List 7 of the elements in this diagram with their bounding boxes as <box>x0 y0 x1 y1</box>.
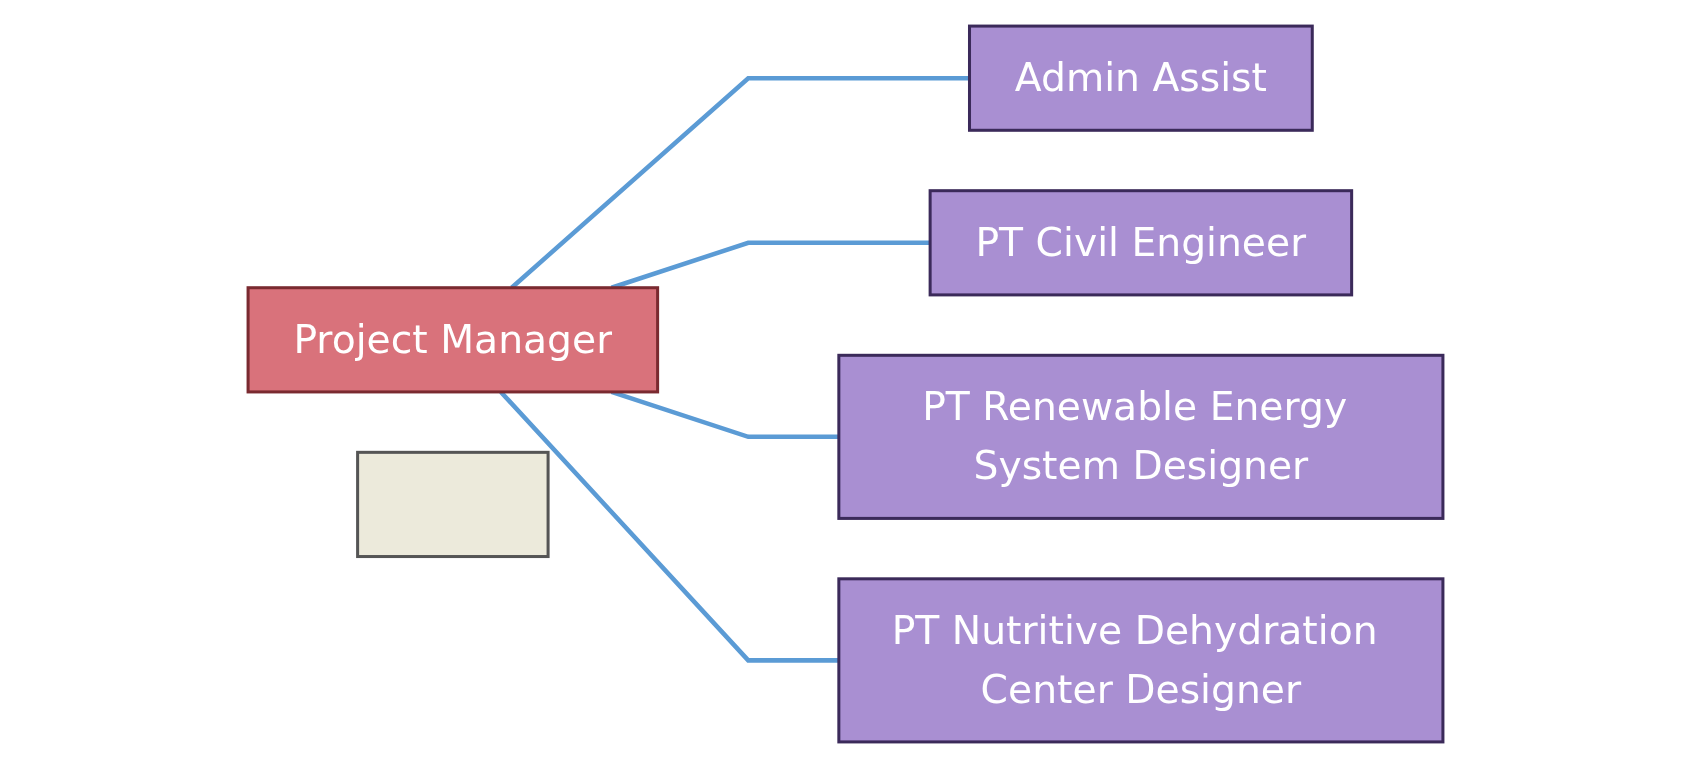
node-box: PT Nutritive Dehydration Center Designer <box>837 577 1445 744</box>
node-box: PT Civil Engineer <box>928 189 1354 297</box>
node-box <box>356 450 550 559</box>
node-box: Admin Assist <box>968 24 1314 132</box>
node-box: PT Renewable Energy System Designer <box>837 353 1445 520</box>
node-box: Project Manager <box>246 286 660 394</box>
connector <box>499 390 839 663</box>
